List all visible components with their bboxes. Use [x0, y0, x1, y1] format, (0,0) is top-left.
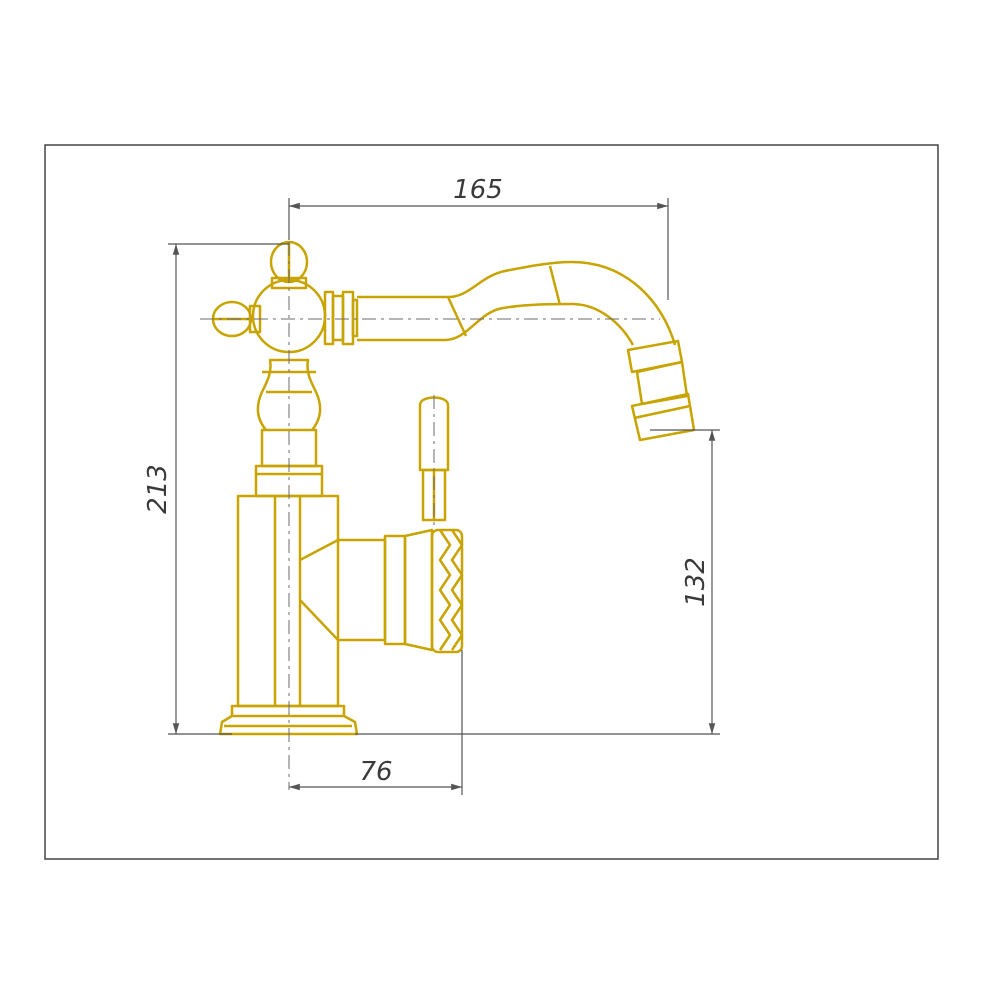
faucet-body: [236, 494, 340, 708]
faucet-base: [218, 704, 359, 736]
dim-height-overall: 213: [143, 464, 173, 514]
valve-housing: [338, 528, 464, 654]
centerlines: [200, 215, 660, 790]
faucet-outline: [211, 240, 696, 736]
dimension-lines: [168, 198, 720, 795]
faucet-spout: [357, 260, 696, 442]
drawing-frame: [44, 144, 939, 860]
dim-handle-offset: 76: [359, 757, 392, 787]
dim-spout-clearance: 132: [681, 557, 711, 607]
faucet-head: [211, 240, 359, 354]
dim-width-overall: 165: [453, 175, 503, 205]
